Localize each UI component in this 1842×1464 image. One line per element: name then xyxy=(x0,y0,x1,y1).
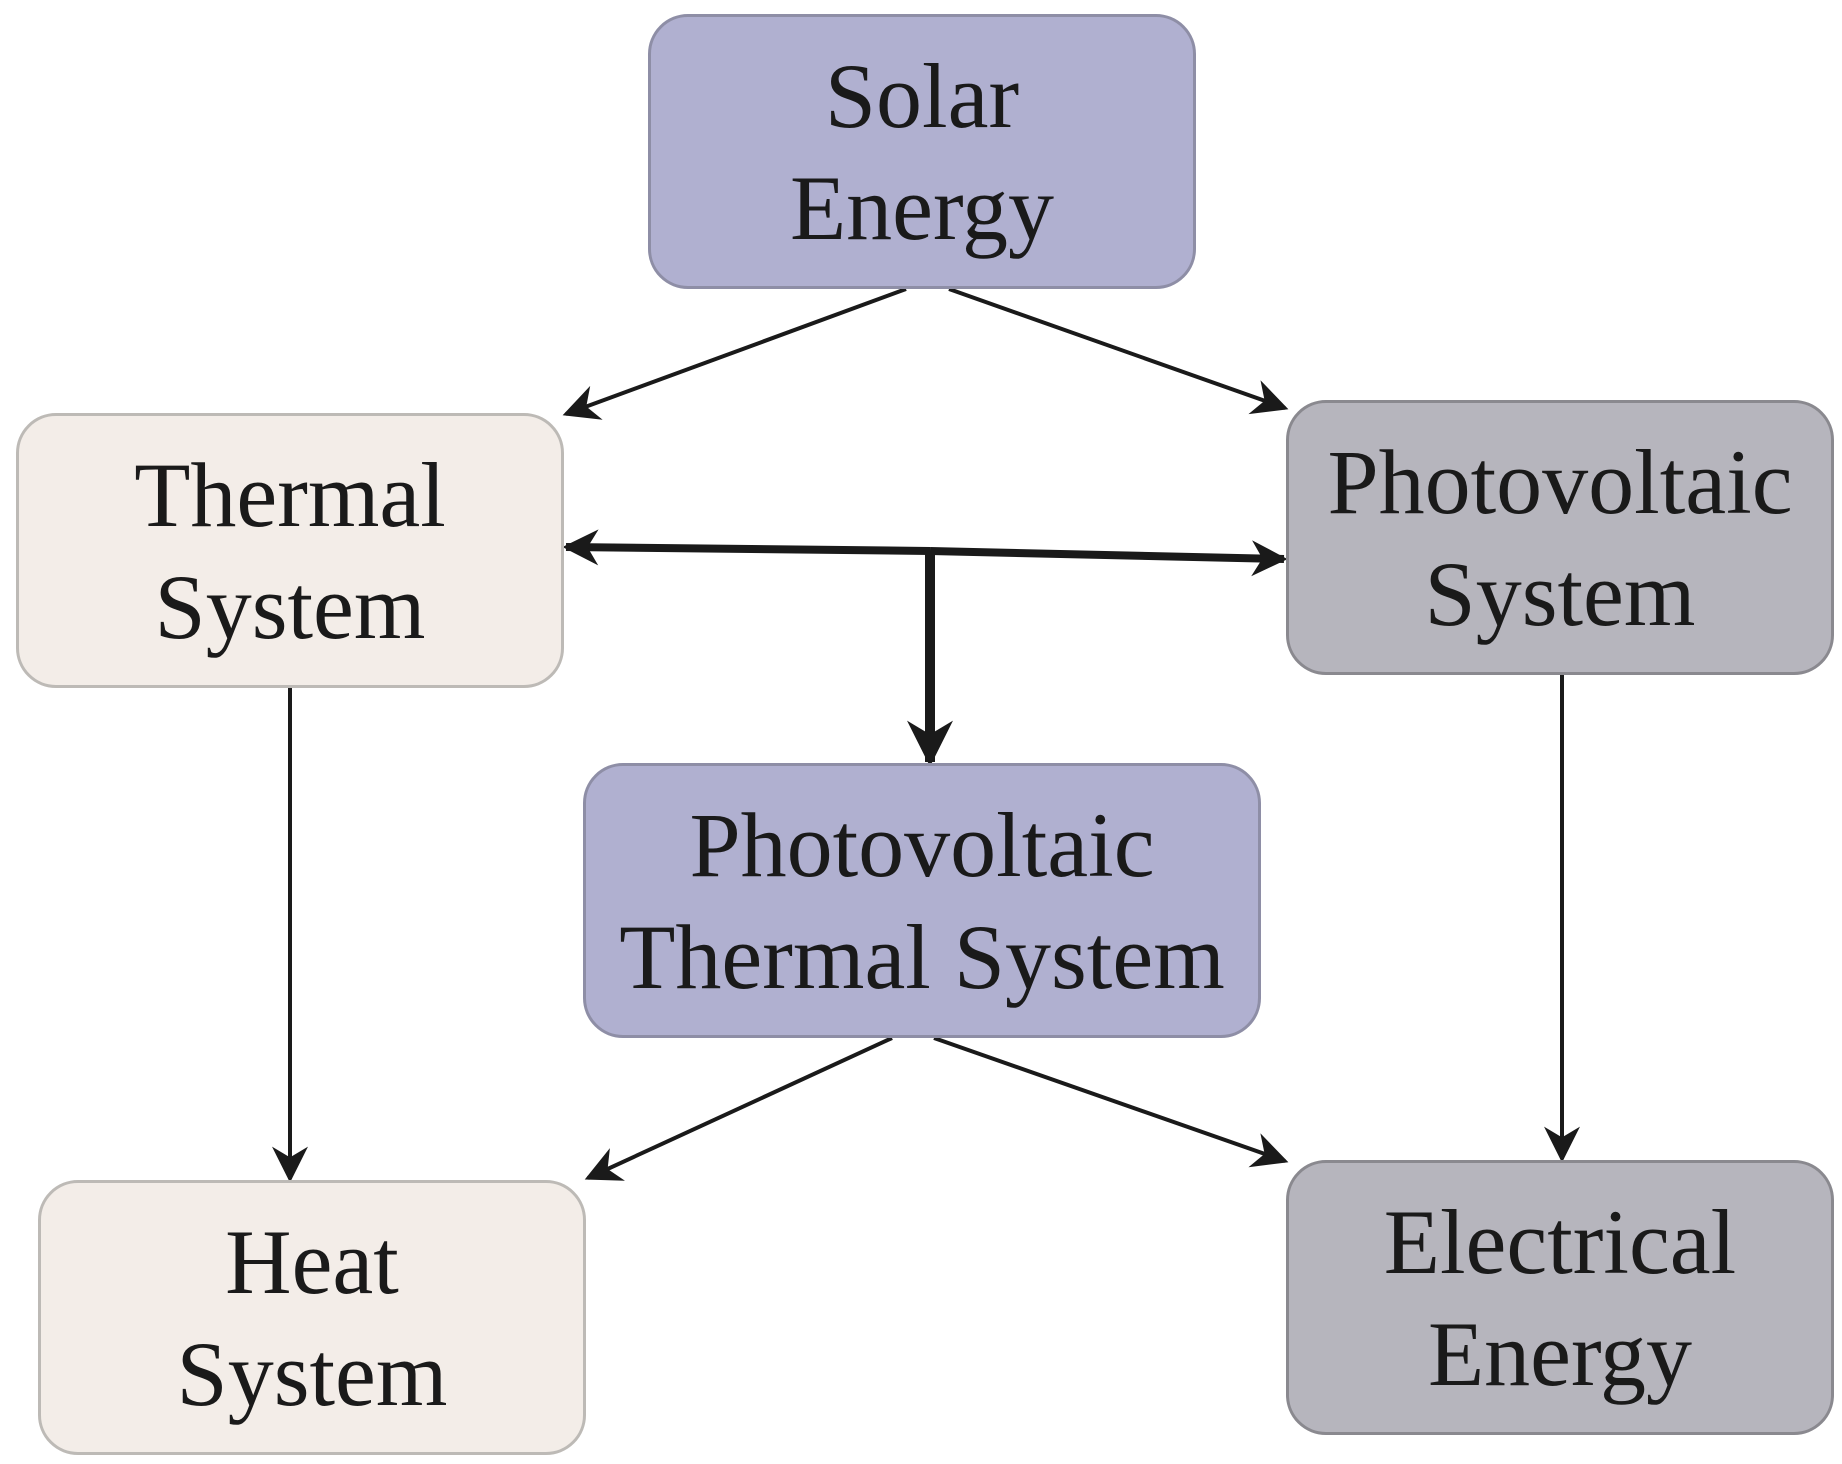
arrow-thermal-pv-link-left xyxy=(562,529,931,566)
arrow-pvt-to-electrical xyxy=(933,1036,1289,1168)
node-electrical-energy: Electrical Energy xyxy=(1286,1160,1834,1435)
node-electrical-energy-line1: Electrical xyxy=(1383,1190,1737,1293)
node-electrical-energy-line2: Energy xyxy=(1427,1302,1692,1405)
arrow-thermal-pv-link-right xyxy=(929,540,1288,577)
node-pvt-system-line1: Photovoltaic xyxy=(689,793,1155,896)
node-heat-system: Heat System xyxy=(38,1180,586,1455)
node-thermal-system-line1: Thermal xyxy=(134,443,446,546)
node-pvt-system: Photovoltaic Thermal System xyxy=(583,763,1261,1038)
node-solar-energy: Solar Energy xyxy=(648,14,1196,289)
node-solar-energy-line1: Solar xyxy=(824,44,1020,147)
arrow-solar-to-thermal xyxy=(562,287,907,420)
node-heat-system-line1: Heat xyxy=(225,1210,399,1313)
node-thermal-system-line2: System xyxy=(154,555,426,658)
arrow-pvt-to-heat xyxy=(584,1036,893,1181)
node-pvt-system-line2: Thermal System xyxy=(619,905,1225,1008)
node-solar-energy-line2: Energy xyxy=(789,156,1054,259)
node-photovoltaic-system-line1: Photovoltaic xyxy=(1327,430,1793,533)
arrow-solar-to-pv xyxy=(948,287,1289,415)
node-thermal-system: Thermal System xyxy=(16,413,564,688)
node-photovoltaic-system: Photovoltaic System xyxy=(1286,400,1834,675)
node-heat-system-line2: System xyxy=(176,1322,448,1425)
node-photovoltaic-system-line2: System xyxy=(1424,542,1696,645)
